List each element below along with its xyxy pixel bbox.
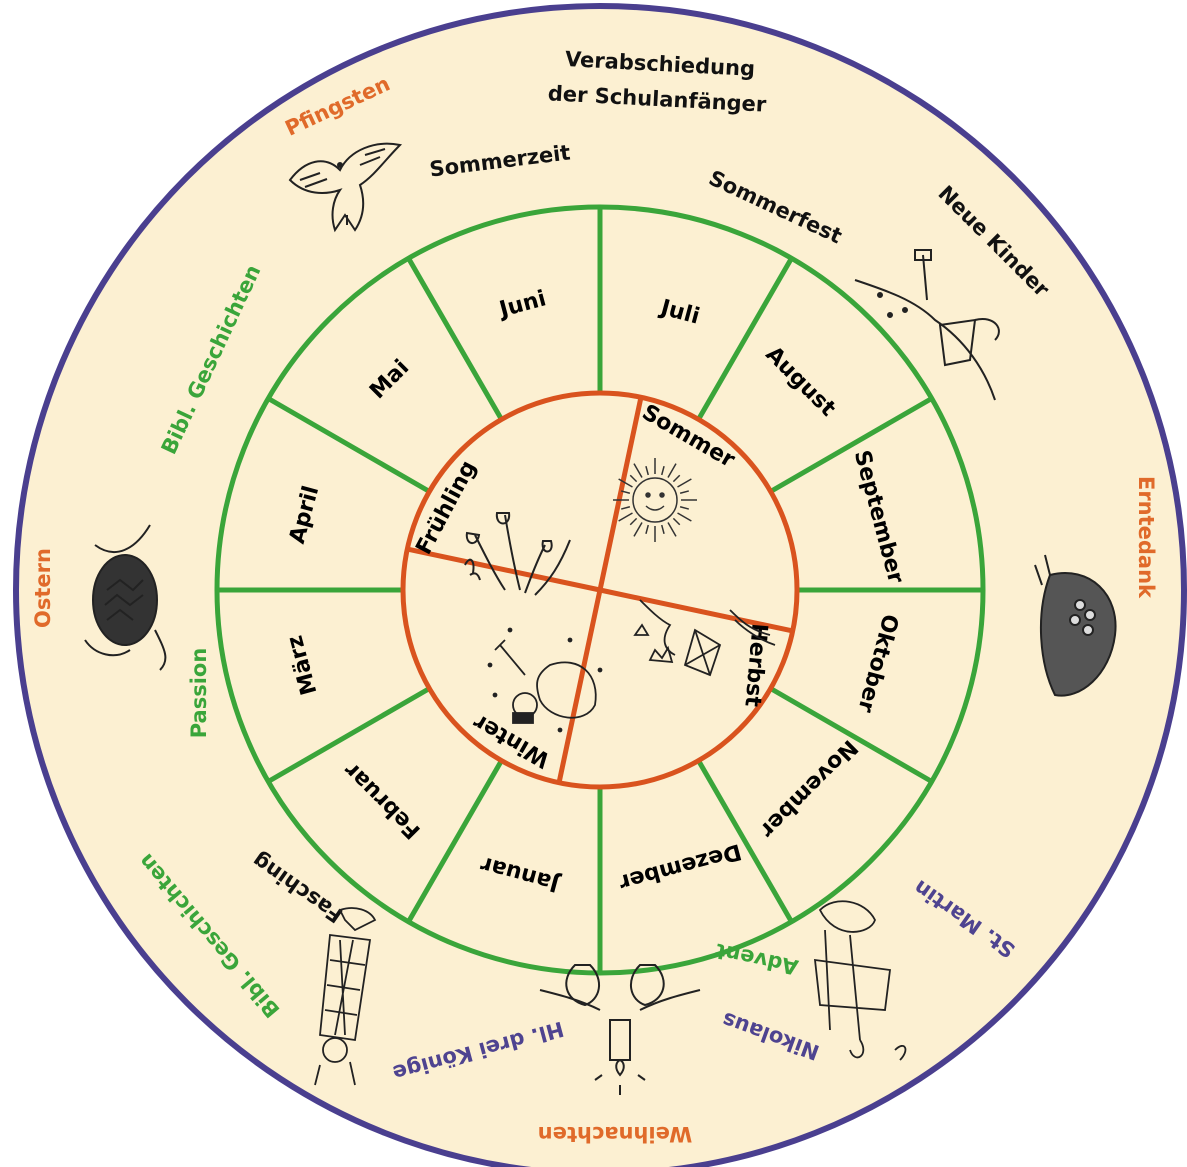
event-weihnachten: Weihnachten [538,1122,693,1146]
event-erntedank: Erntedank [1134,476,1158,599]
event-ostern: Ostern [31,548,55,628]
event-passion: Passion [187,648,211,739]
